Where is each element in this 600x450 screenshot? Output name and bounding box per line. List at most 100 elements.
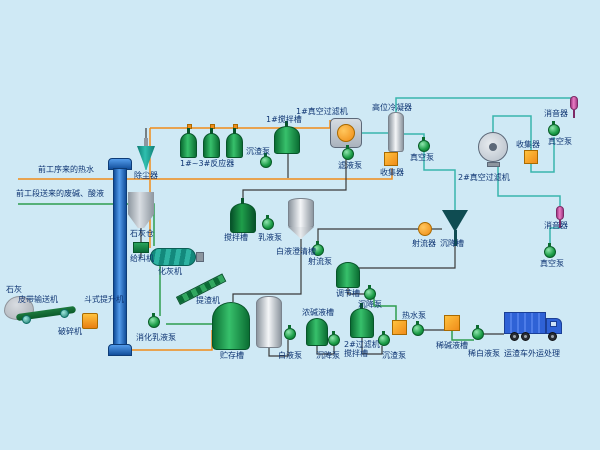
clarifier-label: 白液澄清槽 <box>276 247 316 256</box>
reactor-3 <box>226 128 243 158</box>
white-liquor-clarifier <box>288 198 314 228</box>
mixing-tank <box>230 198 256 233</box>
condenser-label: 高位冷凝器 <box>372 103 412 112</box>
settling-funnel-label: 沉降槽 <box>440 239 464 248</box>
crusher <box>82 313 98 329</box>
concentrated-alkali-tank <box>306 318 328 346</box>
jet-pump-label: 射流泵 <box>308 257 332 266</box>
vacuum-filter-2-label: 2#真空过滤机 <box>458 173 510 182</box>
vacuum-pump-2-label: 真空泵 <box>548 137 572 146</box>
regulating-tank <box>336 262 360 288</box>
settling-funnel-tank <box>442 210 468 232</box>
truck-wheel-icon <box>521 332 530 341</box>
vacuum-filter-1-label: 1#真空过滤机 <box>296 107 348 116</box>
settling-funnel-stem <box>454 230 457 246</box>
hot-water-inlet-label: 前工序来的热水 <box>38 165 94 174</box>
vacuum-pump-1-label: 真空泵 <box>410 153 434 162</box>
sediment-pump-top <box>260 153 272 168</box>
belt-conveyor-label: 皮带输送机 <box>18 295 58 304</box>
hot-water-tank <box>392 320 407 335</box>
hot-water-pump-label: 热水泵 <box>402 311 426 320</box>
settling-pump-bottom-label: 沉降泵 <box>316 351 340 360</box>
feeder-label: 给料机 <box>130 254 154 263</box>
filtrate-pump <box>342 145 354 160</box>
valve-icon <box>187 124 192 129</box>
reactor-2 <box>203 128 220 158</box>
settling-pump-mid-label: 沉降泵 <box>358 300 382 309</box>
slag-extractor-label: 提渣机 <box>196 296 220 305</box>
truck-wheel-icon <box>510 332 519 341</box>
jet-device <box>418 222 432 236</box>
vacuum-pump-3 <box>544 243 556 258</box>
dilute-white-pump-label: 稀白液泵 <box>468 349 500 358</box>
truck-bed <box>504 312 546 334</box>
reactors-label: 1#~3#反应器 <box>180 159 235 168</box>
emulsion-pump <box>262 215 274 230</box>
white-liquor-cylinder <box>256 296 282 348</box>
lime-label: 石灰 <box>6 285 22 294</box>
jet-pump <box>312 241 324 256</box>
collector-1-label: 收集器 <box>380 168 404 177</box>
vacuum-pump-3-label: 真空泵 <box>540 259 564 268</box>
slaker-motor <box>196 252 204 262</box>
collector-1 <box>384 152 398 166</box>
lime-slaker-label: 化灰机 <box>158 267 182 276</box>
muffler-1-label: 消音器 <box>544 109 568 118</box>
sediment-pump-bottom-label: 沉渣泵 <box>382 351 406 360</box>
conc-alkali-tank-label: 浓碱液槽 <box>302 308 334 317</box>
vacuum-filter-2-fan <box>478 132 508 162</box>
dilute-white-liquor-pump <box>472 325 484 340</box>
bucket-elevator-boot <box>108 344 132 356</box>
slag-truck-label: 运渣车外运处理 <box>504 349 560 358</box>
fan-base <box>487 162 500 167</box>
white-liquor-pump-label: 白液泵 <box>278 351 302 360</box>
filter2-mixing-tank-label-line1: 2#过滤机 <box>344 340 380 349</box>
hot-water-pump <box>412 321 424 336</box>
settling-pump-mid <box>364 285 376 300</box>
muffler-2 <box>556 206 564 228</box>
regulating-tank-label: 调节槽 <box>336 289 360 298</box>
muffler-2-label: 消音器 <box>544 221 568 230</box>
reactor-1 <box>180 128 197 158</box>
mixing-tank-label: 搅拌槽 <box>224 233 248 242</box>
collector-2-label: 收集器 <box>516 140 540 149</box>
truck-wheel-icon <box>548 332 557 341</box>
crusher-label: 破碎机 <box>58 327 82 336</box>
settling-pump-bottom <box>328 331 340 346</box>
mixing-tank-1-label: 1#搅拌槽 <box>266 115 302 124</box>
filter2-mixing-tank <box>350 303 374 338</box>
storage-tank-label: 贮存槽 <box>220 351 244 360</box>
bucket-elevator <box>113 168 127 352</box>
filter2-mixing-tank-label-line2: 搅拌槽 <box>344 348 368 358</box>
mixing-tank-1 <box>274 121 300 154</box>
dilute-alkali-tank-label: 稀碱液槽 <box>436 341 468 350</box>
waste-liquor-inlet-label: 前工段送来的废碱、酸液 <box>16 189 104 198</box>
digestion-pump-label: 消化乳液泵 <box>136 333 176 342</box>
jet-device-label: 射流器 <box>412 239 436 248</box>
valve-icon <box>210 124 215 129</box>
filtrate-pump-label: 滤液泵 <box>338 161 362 170</box>
vacuum-drum-filter-1 <box>330 118 362 148</box>
lime-slaker-drum <box>150 248 196 266</box>
valve-icon <box>233 124 238 129</box>
dust-collector-stack <box>144 138 148 147</box>
filter2-mixing-tank-label: 2#过滤机 搅拌槽 <box>344 340 380 359</box>
lime-silo-label: 石灰仓 <box>130 229 154 238</box>
truck-window <box>550 321 557 327</box>
vacuum-pump-2 <box>548 121 560 136</box>
muffler-1 <box>570 96 578 118</box>
dilute-alkali-tank <box>444 315 460 331</box>
collector-2 <box>524 150 538 164</box>
bucket-elevator-label: 斗式提升机 <box>84 295 124 304</box>
feeder <box>133 242 149 253</box>
high-level-condenser <box>388 112 404 152</box>
emulsion-pump-label: 乳液泵 <box>258 233 282 242</box>
sediment-pump-top-label: 沉渣泵 <box>246 147 270 156</box>
slag-truck <box>504 308 566 344</box>
vacuum-pump-1 <box>418 137 430 152</box>
sediment-pump-bottom <box>378 331 390 346</box>
conveyor-wheel-icon <box>22 315 31 324</box>
dust-collector-label: 除尘器 <box>134 171 158 180</box>
